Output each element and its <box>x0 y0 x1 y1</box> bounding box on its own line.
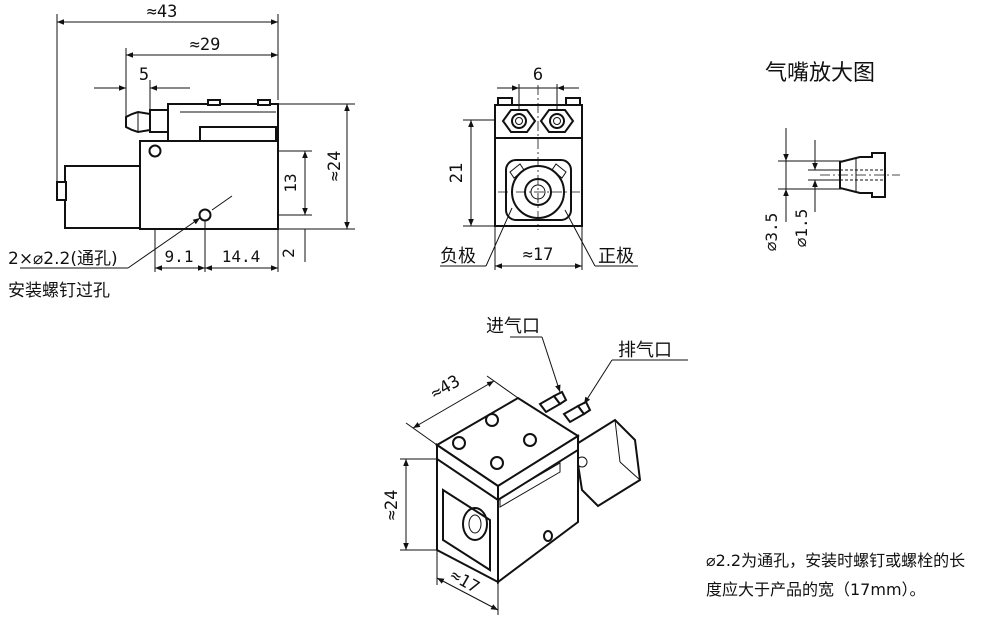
front-label-positive: 正极 <box>598 246 634 267</box>
side-top-slot <box>199 126 277 142</box>
side-view: ≈43 ≈29 5 ≈24 13 2 9.1 14.4 2×⌀2. <box>8 2 355 301</box>
nozzle-dim-outer: ⌀3.5 <box>762 213 781 252</box>
side-body <box>139 140 279 230</box>
nozzle-detail: 气嘴放大图 ⌀3.5 ⌀1.5 <box>762 61 900 251</box>
note-line-2: 度应大于产品的宽（17mm）。 <box>706 580 926 599</box>
front-view: 6 21 ≈17 负极 正极 <box>440 65 638 270</box>
side-hole-purpose: 安装螺钉过孔 <box>8 281 110 301</box>
iso-coil <box>573 418 642 508</box>
side-dim-hole-bottom: 2 <box>279 248 298 258</box>
front-connector-recess <box>505 159 572 221</box>
side-coil-cap <box>56 181 67 201</box>
nozzle-detail-title: 气嘴放大图 <box>765 61 875 86</box>
front-port-right <box>539 109 575 133</box>
side-hole-label: 2×⌀2.2(通孔) <box>8 249 118 269</box>
side-mount-hole-upper <box>148 144 162 158</box>
side-dim-nozzle: 5 <box>139 65 149 85</box>
side-dim-hole-x: 9.1 <box>165 247 194 266</box>
note-line-1: ⌀2.2为通孔，安装时螺钉或螺栓的长 <box>706 551 965 570</box>
iso-nozzle-inlet <box>538 390 568 414</box>
note: ⌀2.2为通孔，安装时螺钉或螺栓的长 度应大于产品的宽（17mm）。 <box>706 551 965 599</box>
side-dim-body: ≈29 <box>190 35 221 55</box>
iso-label-exhaust: 排气口 <box>618 340 672 361</box>
front-dim-width: ≈17 <box>523 245 554 265</box>
front-label-negative: 负极 <box>440 246 476 267</box>
side-dim-hole-spacing: 14.4 <box>222 247 261 266</box>
front-port-left <box>501 109 537 133</box>
iso-label-inlet: 进气口 <box>486 316 540 337</box>
iso-nozzle-exhaust <box>562 400 592 424</box>
iso-view: 进气口 排气口 ≈43 ≈24 ≈17 <box>382 316 688 615</box>
side-dim-hole-height: 13 <box>281 173 300 192</box>
nozzle-dim-inner: ⌀1.5 <box>792 209 811 248</box>
side-coil <box>64 165 141 229</box>
front-body <box>494 137 583 227</box>
side-dim-overall: ≈43 <box>147 2 178 22</box>
front-dim-height: 21 <box>447 163 467 183</box>
side-mount-hole-lower <box>198 208 212 222</box>
iso-dim-length: ≈43 <box>427 371 464 404</box>
side-top-block <box>167 103 279 142</box>
iso-dim-height: ≈24 <box>382 490 402 521</box>
side-nozzle <box>125 109 169 134</box>
front-dim-port-spacing: 6 <box>533 65 543 85</box>
iso-connector <box>442 488 491 572</box>
side-dim-height: ≈24 <box>325 151 345 182</box>
